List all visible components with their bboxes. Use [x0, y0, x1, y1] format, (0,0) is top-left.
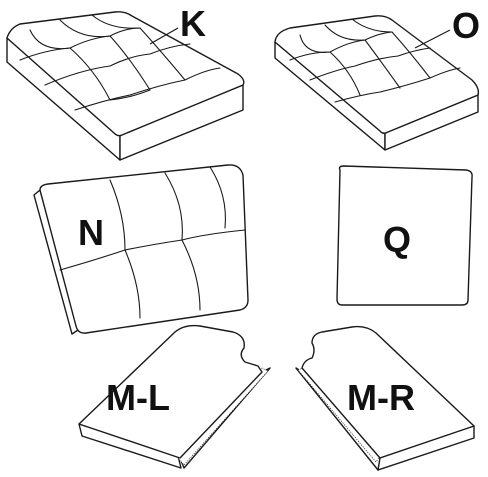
cushion-k: K	[6, 3, 245, 161]
label-q: Q	[383, 219, 411, 260]
label-o: O	[452, 5, 480, 46]
cushion-n: N	[33, 164, 249, 335]
leader-line-o	[414, 29, 451, 49]
label-m-r: M-R	[347, 377, 415, 418]
cushion-q: Q	[336, 165, 473, 306]
label-k: K	[180, 3, 206, 44]
cushion-m-r: M-R	[295, 325, 475, 471]
cushion-o: O	[274, 5, 480, 151]
cushion-m-l: M-L	[78, 324, 271, 469]
label-m-l: M-L	[106, 377, 170, 418]
label-n: N	[78, 212, 104, 253]
zipper-right	[297, 367, 381, 463]
leader-line-k	[149, 27, 179, 45]
